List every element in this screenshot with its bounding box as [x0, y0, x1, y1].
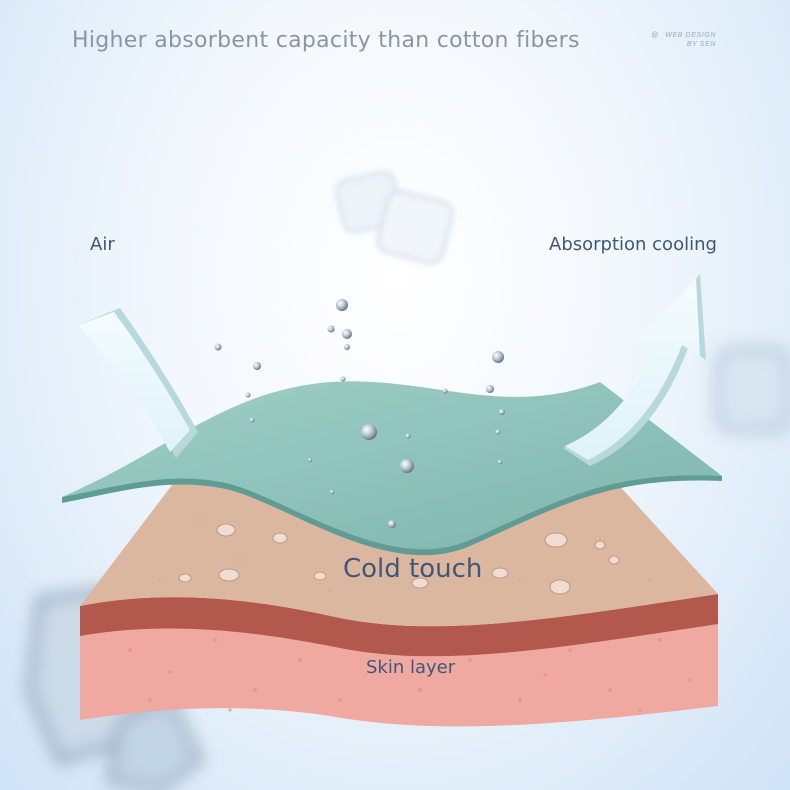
credit-line-2: BY SEN [686, 41, 716, 48]
page-title: Higher absorbent capacity than cotton fi… [72, 28, 580, 53]
absorption-arrow-icon [563, 274, 706, 466]
credit-symbol: @ [651, 32, 659, 39]
designer-credit: @ WEB DESIGN BY SEN [651, 31, 716, 49]
ice-cube-icon [335, 170, 454, 265]
cold-touch-label: Cold touch [343, 554, 483, 584]
skin-layer-label: Skin layer [366, 657, 456, 678]
air-arrow-icon [78, 308, 198, 458]
credit-line-1: WEB DESIGN [665, 32, 716, 39]
water-droplets-icon [214, 299, 505, 528]
absorption-cooling-label: Absorption cooling [549, 234, 717, 255]
fabric-layer-shape [62, 381, 722, 556]
air-label: Air [90, 234, 115, 255]
dermis-stripe-shape [80, 594, 718, 657]
